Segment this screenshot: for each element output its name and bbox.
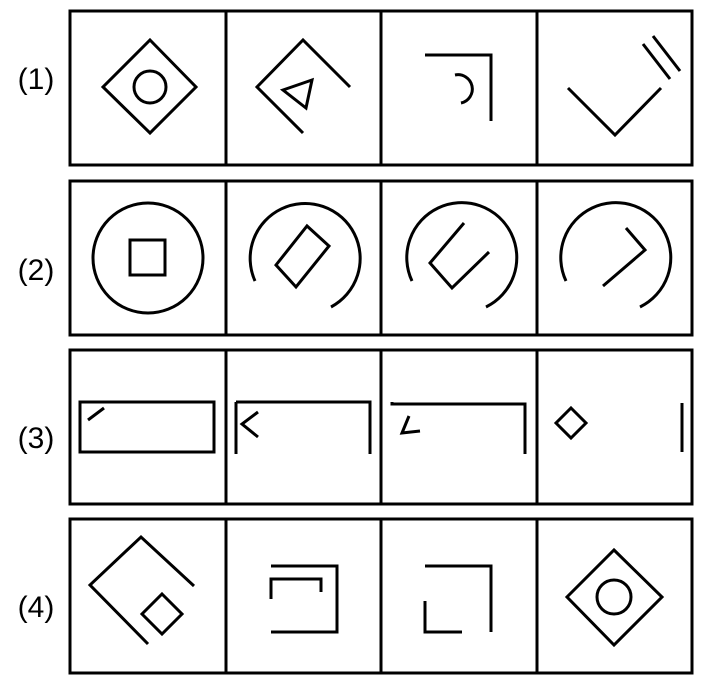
row-1-frame [68, 9, 694, 167]
row-2-frame [68, 179, 694, 337]
row2-cell3-arc-with-open-rectangle [405, 201, 519, 309]
row-label-3: (3) [17, 422, 55, 455]
row4-cell2-nested-brackets [269, 564, 339, 634]
row3-cell2-bracket-with-chevron [234, 400, 372, 454]
row4-cell1-rotated-square-with-diamond [87, 534, 196, 646]
row2-cell2-arc-with-rectangle [248, 201, 362, 309]
row2-cell1-circle-with-square [91, 201, 205, 315]
row1-cell1-diamond-with-circle [100, 37, 199, 136]
row-4-frame [68, 517, 694, 675]
row1-cell2-diamond-with-triangle [254, 37, 352, 135]
row4-cell3-split-square [423, 564, 493, 634]
row3-cell3-bracket-with-hook [390, 402, 527, 454]
row1-cell3-corner-with-arc [425, 53, 493, 121]
row-label-4: (4) [17, 591, 55, 624]
row-label-1: (1) [17, 63, 55, 96]
row1-cell4-chevron-with-double-line [566, 35, 682, 138]
row4-cell4-diamond-with-circle [564, 547, 665, 648]
row3-cell4-small-diamond-with-bar [553, 403, 684, 452]
row3-cell1-rectangle-with-slash [78, 400, 216, 454]
row2-cell4-arc-with-chevron [559, 201, 673, 309]
row-label-2: (2) [17, 254, 55, 287]
row-3-frame [68, 348, 694, 506]
